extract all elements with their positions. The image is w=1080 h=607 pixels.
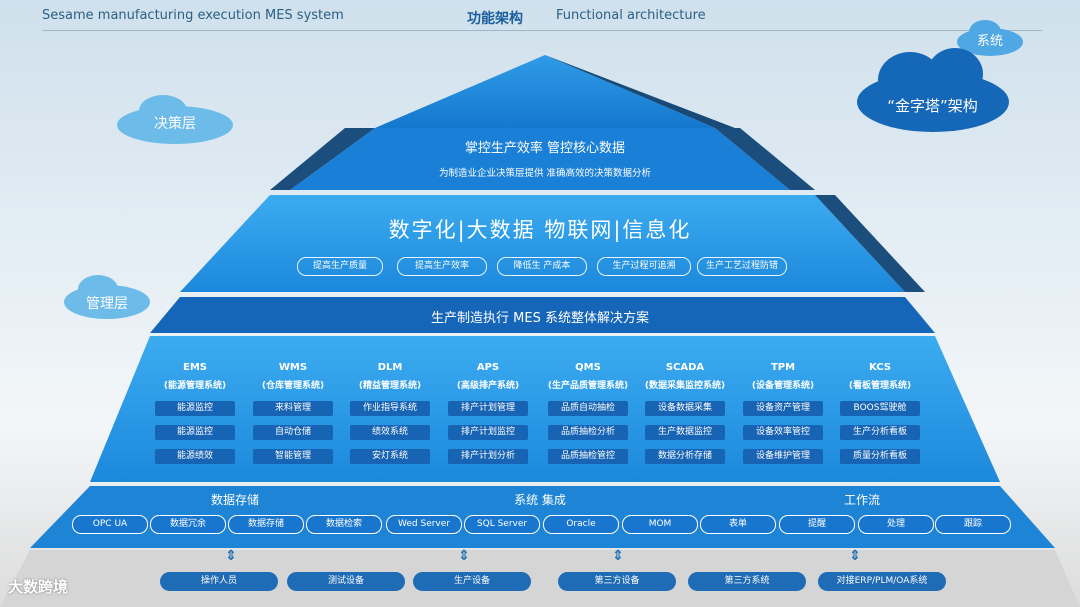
module-name: APS (476, 362, 500, 373)
ground-button[interactable]: 生产设备 (413, 572, 531, 591)
pyramid-tier-digital (180, 195, 905, 292)
pyramid-tier-top-side-r (715, 128, 815, 190)
base-pill: Wed Server (386, 515, 462, 534)
pyramid-tier-mes (150, 297, 935, 333)
base-pill: 数据存储 (228, 515, 304, 534)
digital-pill: 生产工艺过程防错 (697, 257, 787, 276)
base-pill: 数据冗余 (150, 515, 226, 534)
module-subtitle: (生产品质管理系统) (547, 381, 629, 391)
module-item: 设备资产管理 (743, 401, 823, 416)
module-item: 智能管理 (253, 449, 333, 464)
pyramid-tier-top-side-l (270, 128, 375, 190)
cloud-system (957, 20, 1023, 56)
pyramid-tier-modules (90, 336, 1000, 482)
cloud-management-label: 管理层 (86, 296, 128, 312)
module-item: 设备维护管理 (743, 449, 823, 464)
up-down-arrow-icon: ⇕ (458, 548, 470, 564)
base-pill: 表单 (700, 515, 776, 534)
header-title-cn: 功能架构 (467, 11, 523, 27)
top-title: 掌控生产效率 管控核心数据 (464, 141, 626, 156)
module-item: 排产计划监控 (448, 425, 528, 440)
cloud-pyramid-label: “金字塔”架构 (887, 97, 978, 115)
digital-pill: 提高生产质量 (297, 257, 383, 276)
module-item: BOOS驾驶舱 (840, 401, 920, 416)
pyramid-apex (375, 55, 715, 128)
ground-button[interactable]: 第三方系统 (688, 572, 806, 591)
pyramid-ground (0, 550, 1080, 607)
module-subtitle: (数据采集监控系统) (644, 381, 726, 391)
module-name: TPM (770, 362, 796, 373)
module-item: 品质抽检分析 (548, 425, 628, 440)
base-storage-label: 数据存储 (210, 493, 259, 507)
module-item: 能源监控 (155, 425, 235, 440)
module-name: DLM (377, 362, 403, 373)
up-down-arrow-icon: ⇕ (225, 548, 237, 564)
pyramid-tier-top (290, 128, 790, 190)
module-item: 能源监控 (155, 401, 235, 416)
ground-button[interactable]: 第三方设备 (558, 572, 676, 591)
base-pill: 跟踪 (935, 515, 1011, 534)
base-pill: Oracle (543, 515, 619, 534)
module-item: 品质自动抽检 (548, 401, 628, 416)
top-subtitle: 为制造业企业决策层提供 准确高效的决策数据分析 (438, 168, 652, 179)
ground-button[interactable]: 操作人员 (160, 572, 278, 591)
module-subtitle: (高级排产系统) (456, 381, 520, 391)
module-item: 安灯系统 (350, 449, 430, 464)
header-divider (42, 30, 1042, 31)
module-name: KCS (868, 362, 892, 373)
base-pill: SQL Server (464, 515, 540, 534)
module-subtitle: (仓库管理系统) (261, 381, 325, 391)
base-pill: OPC UA (72, 515, 148, 534)
base-integration-label: 系统 集成 (514, 493, 566, 507)
base-pill: MOM (622, 515, 698, 534)
module-item: 设备数据采集 (645, 401, 725, 416)
module-item: 排产计划分析 (448, 449, 528, 464)
module-subtitle: (看板管理系统) (848, 381, 912, 391)
module-subtitle: (能源管理系统) (163, 381, 227, 391)
cloud-system-label: 系统 (976, 34, 1003, 49)
module-item: 品质抽检管控 (548, 449, 628, 464)
module-subtitle: (精益管理系统) (358, 381, 422, 391)
watermark-logo: 大数跨境 (8, 578, 69, 596)
cloud-management (64, 275, 150, 319)
ground-button[interactable]: 对接ERP/PLM/OA系统 (818, 572, 946, 591)
module-name: EMS (183, 362, 207, 373)
module-item: 绩效系统 (350, 425, 430, 440)
module-name: WMS (278, 362, 308, 373)
cloud-pyramid (857, 48, 1009, 132)
digital-pill: 生产过程可追溯 (597, 257, 691, 276)
base-pill: 提醒 (779, 515, 855, 534)
base-workflow-label: 工作流 (843, 493, 880, 507)
module-item: 能源绩效 (155, 449, 235, 464)
ground-button[interactable]: 测试设备 (287, 572, 405, 591)
pyramid-tier-digital-side-r (815, 195, 925, 292)
module-name: QMS (575, 362, 601, 373)
cloud-decision-label: 决策层 (154, 116, 196, 132)
module-item: 生产数据监控 (645, 425, 725, 440)
module-item: 设备效率管控 (743, 425, 823, 440)
up-down-arrow-icon: ⇕ (612, 548, 624, 564)
module-item: 来料管理 (253, 401, 333, 416)
header-subtitle-en: Functional architecture (556, 8, 706, 23)
pyramid-apex-shadow (545, 55, 735, 128)
module-item: 数据分析存储 (645, 449, 725, 464)
base-pill: 数据检索 (306, 515, 382, 534)
digital-pill: 降低生 产成本 (497, 257, 587, 276)
cloud-decision (117, 95, 233, 144)
up-down-arrow-icon: ⇕ (849, 548, 861, 564)
module-subtitle: (设备管理系统) (751, 381, 815, 391)
digital-pill: 提高生产效率 (397, 257, 487, 276)
header-title-en: Sesame manufacturing execution MES syste… (42, 8, 344, 23)
module-item: 质量分析看板 (840, 449, 920, 464)
mes-title: 生产制造执行 MES 系统整体解决方案 (431, 311, 649, 326)
digital-title: 数字化|大数据 物联网|信息化 (388, 218, 692, 242)
base-pill: 处理 (858, 515, 934, 534)
module-item: 生产分析看板 (840, 425, 920, 440)
module-name: SCADA (665, 362, 705, 373)
module-item: 自动仓储 (253, 425, 333, 440)
module-item: 排产计划管理 (448, 401, 528, 416)
module-item: 作业指导系统 (350, 401, 430, 416)
